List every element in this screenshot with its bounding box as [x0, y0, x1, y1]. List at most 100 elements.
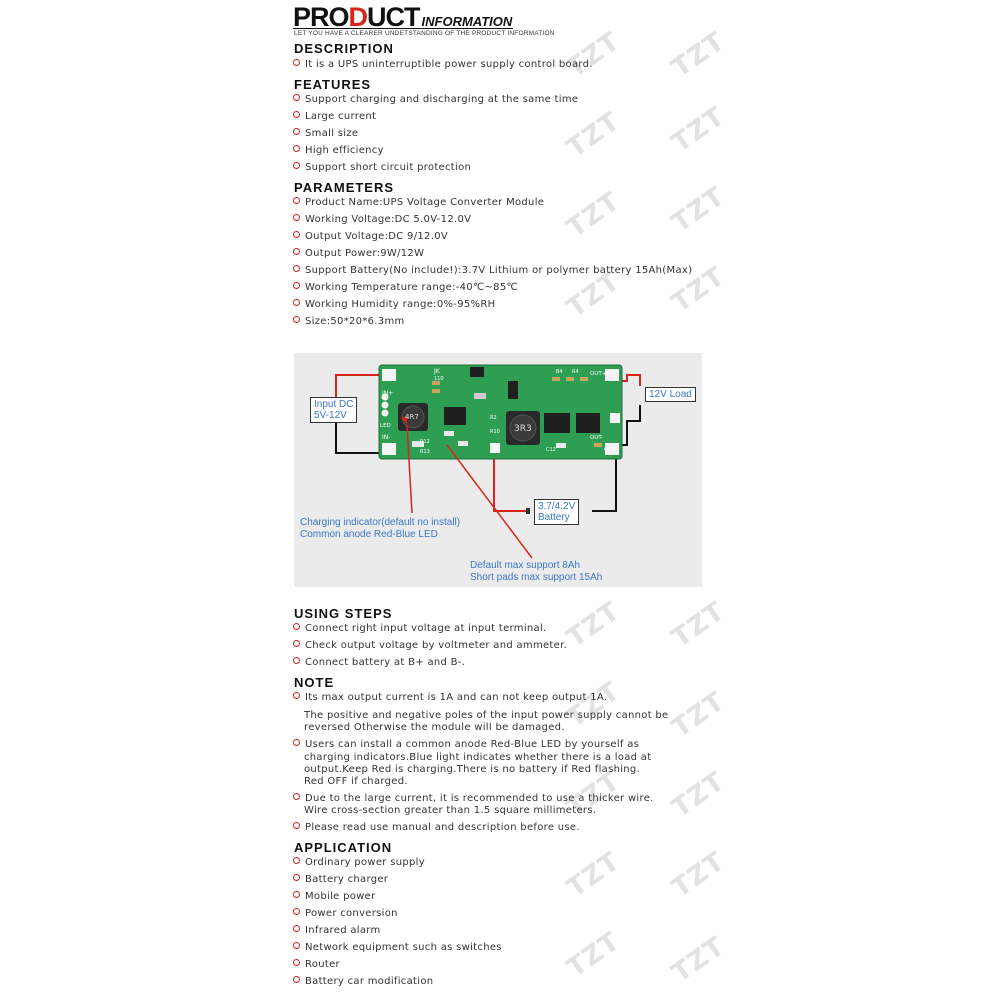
bullet-icon	[293, 908, 300, 915]
watermark-12: TZT	[666, 686, 731, 744]
input-dc-label: Input DC	[314, 399, 354, 410]
bullet-icon	[293, 739, 300, 746]
bullet-icon	[293, 623, 300, 630]
input-positive-wire	[335, 374, 383, 397]
list-item: Support Battery(No include!):3.7V Lithiu…	[293, 265, 692, 277]
load-label-box: 12V Load	[645, 387, 696, 402]
note-text: Wire cross-section greater than 1.5 squa…	[304, 805, 597, 816]
list-item: Users can install a common anode Red-Blu…	[293, 739, 639, 751]
list-item: Small size	[293, 128, 358, 140]
bullet-icon	[293, 942, 300, 949]
list-item: Router	[293, 959, 340, 971]
pcb-board	[378, 364, 623, 460]
battery-label: Battery	[538, 512, 570, 523]
pcb-label-r4: R4	[572, 369, 579, 375]
bullet-icon	[293, 282, 300, 289]
note-text: The positive and negative poles of the i…	[304, 710, 669, 721]
list-item: Mobile power	[293, 891, 376, 903]
section-title-note: NOTE	[294, 675, 335, 690]
list-item: Ordinary power supply	[293, 857, 425, 869]
list-item: Support short circuit protection	[293, 162, 471, 174]
watermark-11: TZT	[561, 676, 626, 734]
note-text: output.Keep Red is charging.There is no …	[304, 764, 641, 775]
pad-out-plus	[605, 369, 619, 381]
list-item: Connect battery at B+ and B-.	[293, 657, 465, 669]
pcb-label-r2: R2	[490, 415, 497, 421]
header-underline	[293, 28, 513, 29]
pcb-label-r13: R13	[420, 449, 430, 455]
list-item: Large current	[293, 111, 376, 123]
battery-positive-wire	[493, 451, 530, 512]
pad-in-plus	[382, 369, 396, 381]
led-pad	[412, 441, 424, 447]
pads-pointer-line	[446, 444, 533, 559]
list-item: Output Power:9W/12W	[293, 248, 424, 260]
pcb-label-jk: JK	[433, 368, 441, 375]
list-item: High efficiency	[293, 145, 384, 157]
header-subtitle: LET YOU HAVE A CLEARER UNDETSTANDING OF …	[294, 30, 555, 37]
list-item: Connect right input voltage at input ter…	[293, 623, 547, 635]
bullet-icon	[293, 959, 300, 966]
pcb-label-jk-num: 110	[434, 376, 444, 382]
list-item: Battery car modification	[293, 976, 433, 988]
pads-note: Default max support 8Ah Short pads max s…	[470, 560, 603, 583]
bullet-icon	[293, 111, 300, 118]
bullet-icon	[293, 128, 300, 135]
pcb-label-in-plus: IN+	[382, 390, 393, 397]
led-hole-3	[381, 409, 389, 417]
pcb-label-c12: C12	[546, 447, 556, 453]
section-title-application: APPLICATION	[294, 840, 393, 855]
watermark-17: TZT	[561, 926, 626, 984]
ic-1	[444, 407, 466, 425]
bullet-icon	[293, 874, 300, 881]
charging-pointer-line	[406, 424, 413, 514]
bullet-icon	[293, 299, 300, 306]
watermark-16: TZT	[666, 846, 731, 904]
battery-negative-wire	[592, 451, 617, 512]
output-positive-wire	[619, 374, 641, 386]
wiring-diagram: IN+ IN- LED OUT+ OUT- JK 110 4R7 3R3 R12…	[294, 353, 702, 587]
list-item: Working Humidity range:0%-95%RH	[293, 299, 495, 311]
pcb-label-b4: B4	[556, 369, 563, 375]
ic-2	[544, 413, 570, 433]
pad-battery-minus	[610, 413, 620, 423]
bullet-icon	[293, 793, 300, 800]
section-title-parameters: PARAMETERS	[294, 180, 395, 195]
note-text: reversed Otherwise the module will be da…	[304, 722, 565, 733]
list-item: Working Voltage:DC 5.0V-12.0V	[293, 214, 471, 226]
list-item: Infrared alarm	[293, 925, 381, 937]
ic-3	[576, 413, 600, 433]
list-item: Product Name:UPS Voltage Converter Modul…	[293, 197, 544, 209]
charging-indicator-note: Charging indicator(default no install) C…	[300, 517, 461, 540]
battery-voltage-label: 3.7/4.2V	[538, 501, 576, 512]
header-title: PRODUCT	[293, 2, 421, 32]
bullet-icon	[293, 59, 300, 66]
watermark-14: TZT	[666, 766, 731, 824]
pcb-label-l2: 3R3	[514, 424, 532, 434]
list-item: Battery charger	[293, 874, 388, 886]
list-item: Please read use manual and description b…	[293, 822, 580, 834]
watermark-15: TZT	[561, 846, 626, 904]
pcb-label-l1: 4R7	[405, 413, 419, 421]
pad-in-minus	[382, 443, 396, 455]
pcb-label-r12: R12	[420, 439, 430, 445]
output-negative-wire	[619, 405, 641, 446]
list-item: It is a UPS uninterruptible power supply…	[293, 59, 593, 71]
transistor-1	[508, 381, 518, 399]
watermark-1: TZT	[561, 26, 626, 84]
bullet-icon	[293, 976, 300, 983]
section-title-features: FEATURES	[294, 77, 372, 92]
battery-label-box: 3.7/4.2V Battery	[534, 499, 580, 525]
list-item: Support charging and discharging at the …	[293, 94, 578, 106]
pad-out-minus	[605, 443, 619, 455]
bullet-icon	[293, 265, 300, 272]
bullet-icon	[293, 692, 300, 699]
list-item: Its max output current is 1A and can not…	[293, 692, 607, 704]
bullet-icon	[293, 162, 300, 169]
watermark-3: TZT	[561, 106, 626, 164]
list-item: Working Temperature range:-40℃~85℃	[293, 282, 518, 294]
load-label: 12V Load	[649, 389, 692, 400]
pad-battery-plus	[490, 443, 500, 453]
section-title-description: DESCRIPTION	[294, 41, 394, 56]
